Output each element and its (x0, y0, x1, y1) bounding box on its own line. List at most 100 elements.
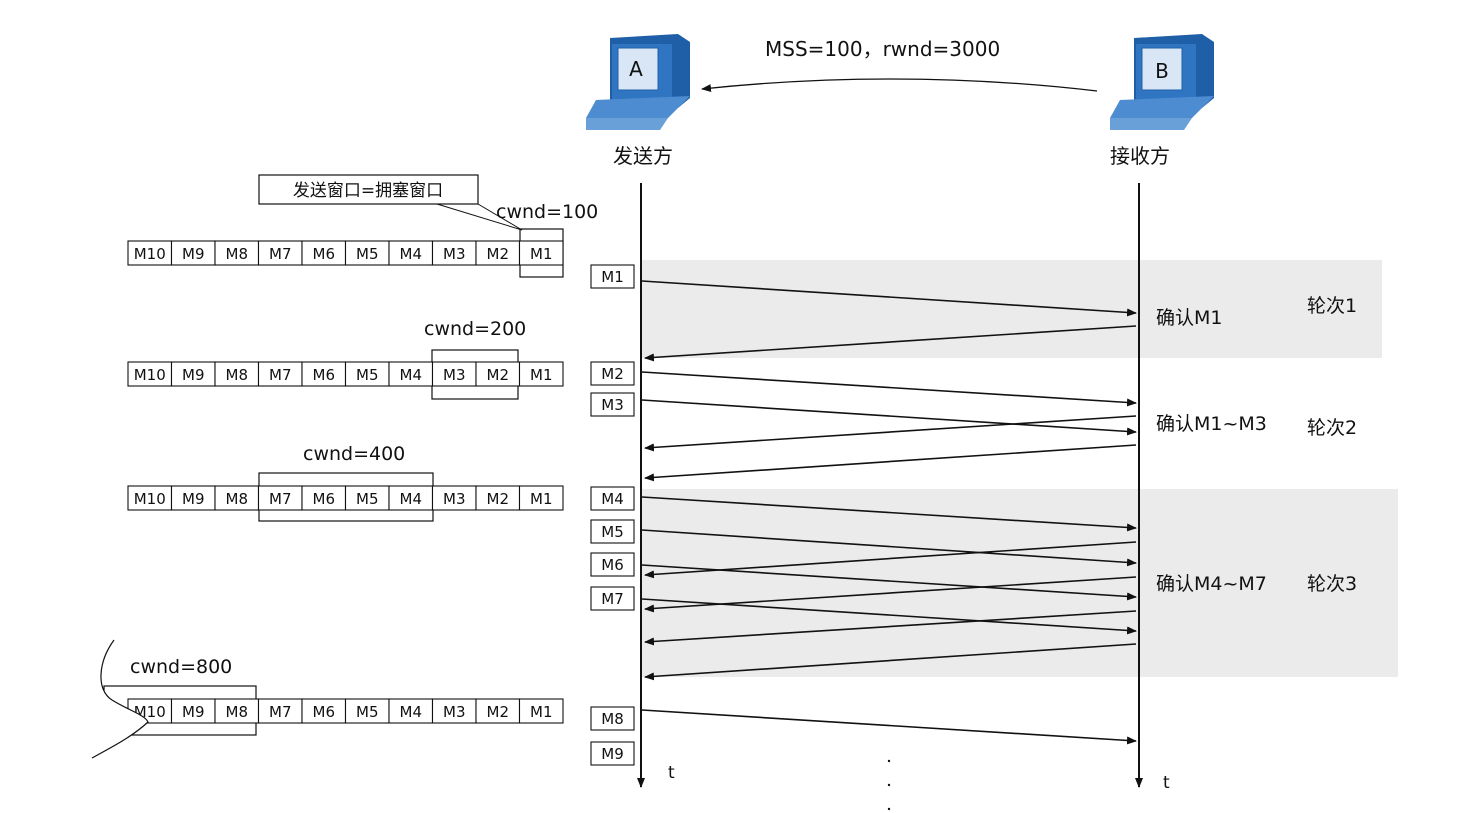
segment-cell-label: M1 (530, 245, 553, 263)
round-label-2: 轮次2 (1307, 417, 1357, 439)
transmission-arrow (641, 371, 1137, 407)
segment-cell-label: M6 (313, 366, 336, 384)
cwnd-label-2: cwnd=200 (424, 318, 526, 340)
sent-segment-box (590, 392, 635, 417)
segment-cell (214, 361, 260, 387)
segment-cell (431, 698, 477, 724)
transmission-arrow (641, 709, 1137, 745)
round-label-3: 轮次3 (1307, 573, 1357, 595)
sent-segment-box (590, 361, 635, 386)
sent-segment-label: M1 (601, 268, 624, 286)
transmission-arrow (644, 643, 1137, 681)
segment-cell-label: M8 (226, 245, 249, 263)
ellipsis-dot (887, 759, 891, 763)
segment-cell (170, 485, 216, 511)
sent-segment-label: M8 (601, 710, 624, 728)
segment-cell (127, 485, 173, 511)
transmission-arrow (641, 399, 1137, 436)
transmission-arrow (641, 280, 1137, 317)
sent-segment-box (590, 486, 635, 511)
segment-cell-label: M10 (134, 366, 166, 384)
tear-mask (60, 640, 148, 758)
cwnd-label-1: cwnd=100 (496, 201, 598, 223)
sent-segment-box (590, 741, 635, 766)
round-label-1: 轮次1 (1307, 295, 1357, 317)
sent-segment-label: M5 (601, 523, 624, 541)
segment-cell (388, 485, 434, 511)
segment-cell-label: M3 (443, 703, 466, 721)
mss-rwnd-label: MSS=100，rwnd=3000 (765, 37, 1000, 61)
transmission-arrow (644, 325, 1137, 362)
sender-label: 发送方 (613, 144, 673, 168)
segment-cell-label: M3 (443, 366, 466, 384)
segment-cell (388, 361, 434, 387)
segment-cell-label: M5 (356, 366, 379, 384)
segment-cell-label: M7 (269, 366, 292, 384)
segment-cell-label: M5 (356, 703, 379, 721)
segment-cell (127, 240, 173, 266)
receiver-time-label: t (1163, 773, 1170, 793)
segment-cell-label: M1 (530, 703, 553, 721)
segment-cell-label: M9 (182, 366, 205, 384)
segment-cell-label: M2 (487, 703, 510, 721)
segment-cell-label: M9 (182, 245, 205, 263)
segment-cell-label: M3 (443, 245, 466, 263)
transmission-arrow (641, 529, 1137, 567)
segment-cell (518, 698, 564, 724)
sender-letter: A (629, 57, 643, 81)
segment-cell-label: M3 (443, 490, 466, 508)
segment-cell (301, 240, 347, 266)
segment-cell-label: M8 (226, 703, 249, 721)
segment-cell (257, 240, 303, 266)
cwnd-label-4: cwnd=800 (130, 656, 232, 678)
segment-cell (518, 240, 564, 266)
sent-segment-label: M2 (601, 365, 624, 383)
segment-cell-label: M4 (400, 490, 423, 508)
segment-cell-label: M10 (134, 245, 166, 263)
transmission-arrow (641, 496, 1137, 532)
segment-cell (431, 361, 477, 387)
receiver-letter: B (1155, 59, 1169, 83)
segment-cell-label: M7 (269, 703, 292, 721)
segment-cell-label: M8 (226, 490, 249, 508)
receiver-computer-icon: B (1110, 34, 1214, 130)
callout-box (258, 174, 479, 205)
segment-cell (344, 240, 390, 266)
segment-cell (127, 361, 173, 387)
sent-segment-label: M7 (601, 590, 624, 608)
sent-segment-box (590, 264, 635, 289)
segment-cell-label: M4 (400, 245, 423, 263)
segment-cell-label: M5 (356, 245, 379, 263)
segment-cell-label: M2 (487, 366, 510, 384)
segment-cell (344, 361, 390, 387)
segment-cell (431, 485, 477, 511)
segment-cell-label: M6 (313, 490, 336, 508)
segment-cell (518, 485, 564, 511)
sent-segment-box (590, 586, 635, 611)
segment-cell-label: M9 (182, 703, 205, 721)
segment-cell (475, 698, 521, 724)
segment-cell-label: M10 (134, 490, 166, 508)
segment-cell (170, 240, 216, 266)
segment-cell-label: M4 (400, 703, 423, 721)
segment-cell-label: M2 (487, 490, 510, 508)
sent-segment-label: M4 (601, 490, 624, 508)
segment-cell-label: M8 (226, 366, 249, 384)
segment-cell-label: M7 (269, 245, 292, 263)
transmission-arrow (644, 415, 1137, 452)
sender-computer-icon: A (586, 34, 690, 130)
ellipsis-dot (887, 807, 891, 811)
sent-segment-label: M3 (601, 396, 624, 414)
receiver-label: 接收方 (1110, 144, 1170, 168)
segment-cell-label: M9 (182, 490, 205, 508)
cwnd-label-3: cwnd=400 (303, 443, 405, 465)
transmission-arrow (644, 610, 1137, 646)
segment-cell-label: M6 (313, 703, 336, 721)
tear-curve (91, 639, 149, 759)
ack-label-1: 确认M1 (1156, 307, 1222, 329)
segment-cell-label: M6 (313, 245, 336, 263)
sent-segment-box (590, 706, 635, 731)
segment-cell-label: M4 (400, 366, 423, 384)
